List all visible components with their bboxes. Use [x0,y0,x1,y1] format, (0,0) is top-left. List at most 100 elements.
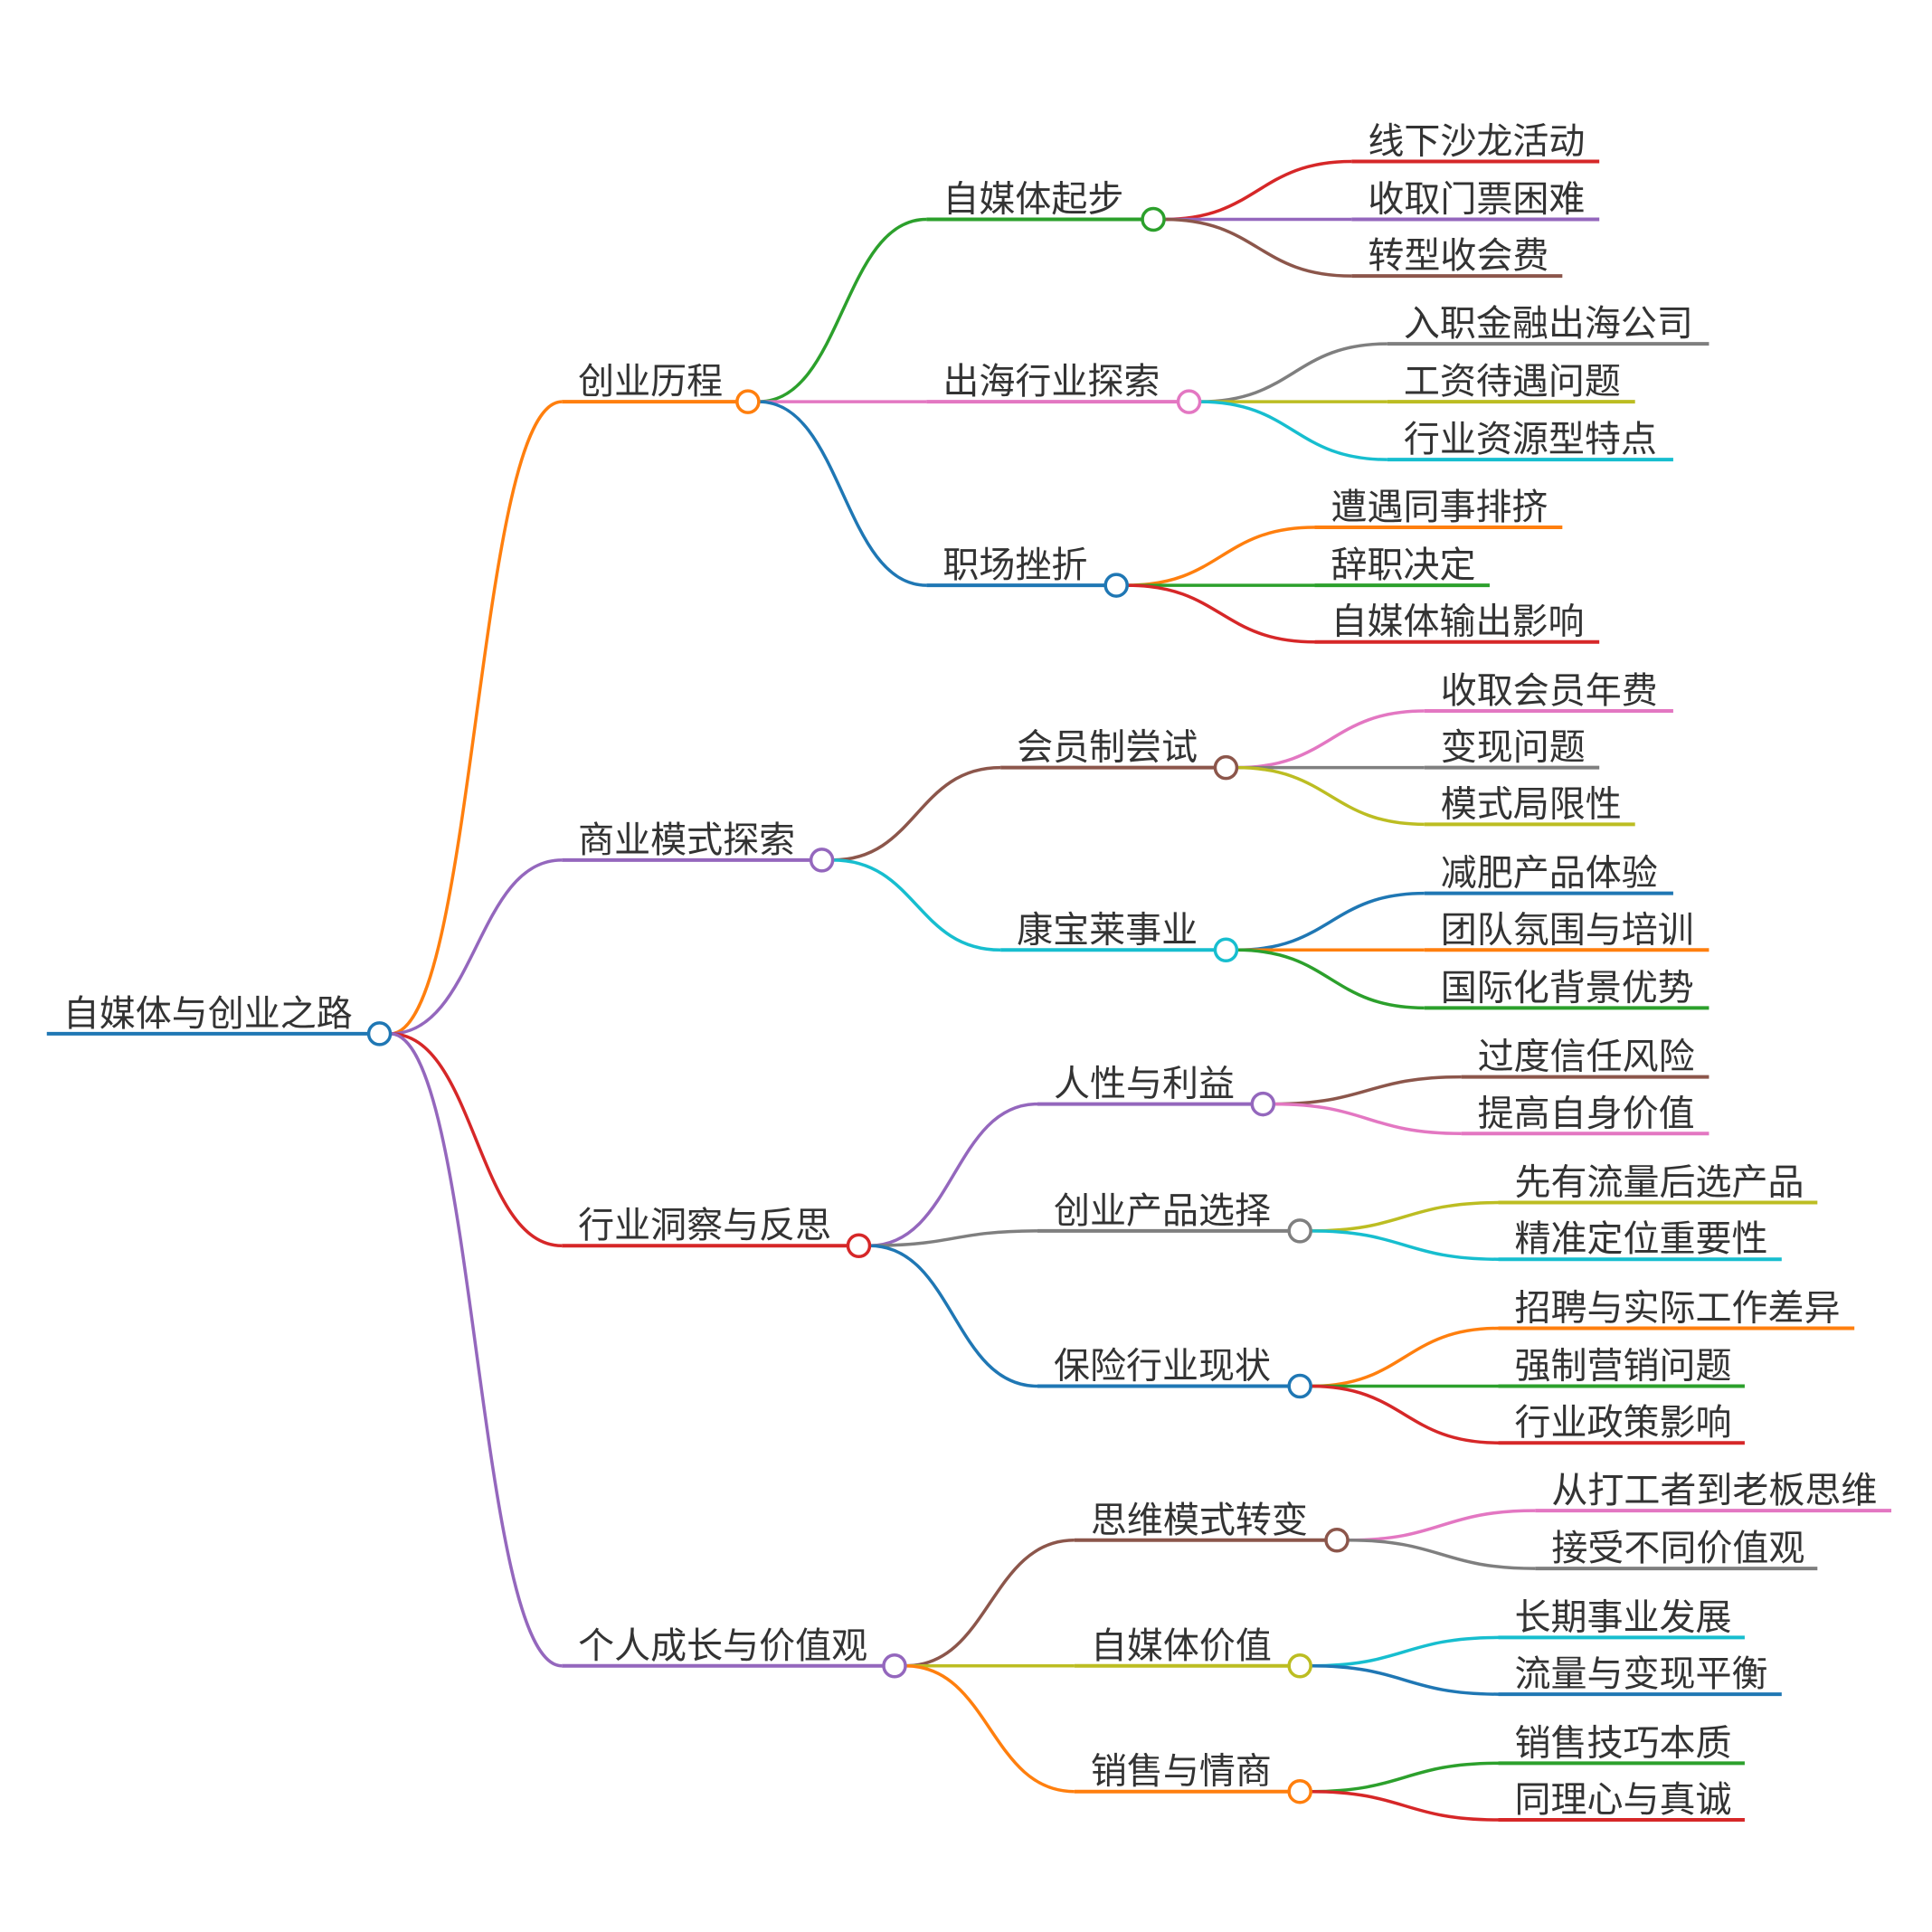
leaf-connector [1164,159,1352,222]
root-node[interactable]: 自媒体与创业之路 [46,993,393,1046]
leaf-node[interactable]: 招聘与实际工作差异 [1498,1288,1855,1331]
node-dot[interactable] [1287,1373,1312,1399]
leaf-node[interactable]: 从打工者到老板思维 [1535,1470,1892,1513]
node-dot[interactable] [846,1233,872,1258]
leaf-connector [1236,709,1425,770]
leaf-node[interactable]: 线下沙龙活动 [1351,120,1600,164]
connector-layer [390,159,1536,1822]
node-dot[interactable] [1287,1778,1312,1804]
leaf-node[interactable]: 国际化背景优势 [1424,967,1709,1010]
leaf-node[interactable]: 流量与变现平衡 [1498,1653,1782,1697]
leaf-node[interactable]: 过度信任风险 [1461,1037,1709,1079]
sub-branch-connector [869,1229,1038,1247]
sub-branch-node[interactable]: 会员制尝试 [1000,727,1239,781]
node-dot[interactable] [809,848,835,873]
sub-branch-label: 康宝莱事业 [1017,909,1198,951]
sub-branch-connector [869,1244,1038,1388]
leaf-node[interactable]: 团队氛围与培训 [1424,909,1709,952]
sub-branch-node[interactable]: 保险行业现状 [1037,1346,1312,1399]
sub-branch-node[interactable]: 自媒体起步 [926,178,1166,232]
leaf-node[interactable]: 行业政策影响 [1498,1402,1745,1445]
sub-branch-node[interactable]: 职场挫折 [926,545,1129,598]
sub-branch-node[interactable]: 人性与利益 [1037,1064,1276,1117]
sub-branch-node[interactable]: 出海行业探索 [926,361,1202,414]
leaf-node[interactable]: 入职金融出海公司 [1387,303,1709,346]
branch-node[interactable]: 个人成长与价值观 [562,1625,907,1679]
leaf-node[interactable]: 遭遇同事排挤 [1314,487,1563,530]
leaf-node[interactable]: 接受不同价值观 [1535,1528,1818,1571]
sub-branch-label: 会员制尝试 [1017,727,1198,769]
leaf-label: 遭遇同事排挤 [1331,487,1548,528]
sub-branch-label: 销售与情商 [1091,1751,1272,1793]
sub-branch-node[interactable]: 销售与情商 [1074,1751,1312,1804]
leaf-node[interactable]: 收取门票困难 [1351,178,1600,222]
sub-branch-connector [758,217,927,403]
leaf-node[interactable]: 行业资源型特点 [1387,419,1673,462]
leaf-label: 收取门票困难 [1368,178,1585,220]
branch-connector [390,400,563,1036]
leaf-connector [1311,1789,1499,1822]
node-dot[interactable] [1141,206,1166,232]
sub-branch-label: 职场挫折 [942,545,1087,586]
leaf-node[interactable]: 先有流量后选产品 [1498,1162,1818,1205]
leaf-label: 过度信任风险 [1478,1037,1695,1078]
leaf-connector [1236,765,1425,827]
leaf-node[interactable]: 转型收会费 [1351,235,1563,279]
node-dot[interactable] [1213,937,1239,963]
branch-node[interactable]: 行业洞察与反思 [562,1205,872,1258]
branch-label: 个人成长与价值观 [578,1625,867,1667]
sub-branch-label: 自媒体价值 [1091,1625,1272,1667]
leaf-label: 收取会员年费 [1441,670,1658,712]
leaf-node[interactable]: 精准定位重要性 [1498,1218,1782,1262]
leaf-node[interactable]: 强制营销问题 [1498,1346,1745,1388]
leaf-node[interactable]: 同理心与真诚 [1498,1779,1745,1823]
leaf-connector [1164,217,1352,278]
sub-branch-connector [758,400,927,587]
sub-branch-node[interactable]: 自媒体价值 [1074,1625,1312,1679]
node-dot[interactable] [1213,754,1239,781]
leaf-node[interactable]: 减肥产品体验 [1424,853,1673,895]
leaf-node[interactable]: 收取会员年费 [1424,670,1673,714]
branch-label: 行业洞察与反思 [578,1205,831,1246]
leaf-label: 强制营销问题 [1514,1346,1731,1387]
leaf-node[interactable]: 长期事业发展 [1498,1596,1745,1640]
node-dot[interactable] [1287,1653,1312,1679]
node-dot[interactable] [735,389,761,414]
leaf-label: 行业资源型特点 [1404,419,1657,460]
sub-branch-label: 创业产品选择 [1054,1190,1271,1232]
branch-node[interactable]: 创业历程 [562,361,761,414]
sub-branch-node[interactable]: 思维模式转变 [1074,1500,1350,1553]
leaf-node[interactable]: 工资待遇问题 [1387,361,1635,404]
leaf-label: 行业政策影响 [1514,1402,1731,1444]
leaf-label: 入职金融出海公司 [1404,303,1693,345]
leaf-node[interactable]: 变现问题 [1424,727,1600,770]
leaf-label: 从打工者到老板思维 [1551,1470,1877,1511]
node-dot[interactable] [1103,573,1129,598]
leaf-node[interactable]: 自媒体输出影响 [1314,601,1600,644]
leaf-node[interactable]: 提高自身价值 [1461,1093,1709,1136]
leaf-label: 转型收会费 [1368,235,1548,277]
branch-node[interactable]: 商业模式探索 [562,819,835,873]
node-dot[interactable] [882,1653,907,1679]
root-label: 自媒体与创业之路 [63,993,353,1035]
leaf-node[interactable]: 辞职决定 [1314,545,1490,588]
sub-branch-label: 思维模式转变 [1091,1500,1308,1541]
sub-branch-node[interactable]: 创业产品选择 [1037,1190,1312,1244]
leaf-connector [1311,1229,1499,1261]
leaf-node[interactable]: 销售技巧本质 [1498,1722,1745,1766]
sub-branch-node[interactable]: 康宝莱事业 [1000,909,1239,963]
leaf-connector [1348,1539,1536,1570]
leaf-connector [1311,1326,1499,1388]
node-dot[interactable] [1250,1091,1276,1117]
leaf-node[interactable]: 模式局限性 [1424,783,1635,827]
sub-branch-connector [904,1539,1075,1668]
node-dot[interactable] [366,1021,393,1046]
leaf-label: 提高自身价值 [1478,1093,1695,1134]
node-dot[interactable] [1176,389,1202,414]
leaf-label: 国际化背景优势 [1441,967,1694,1009]
leaf-connector [1199,342,1387,403]
node-dot[interactable] [1324,1528,1350,1553]
node-dot[interactable] [1287,1218,1312,1244]
leaf-connector [1236,891,1425,952]
